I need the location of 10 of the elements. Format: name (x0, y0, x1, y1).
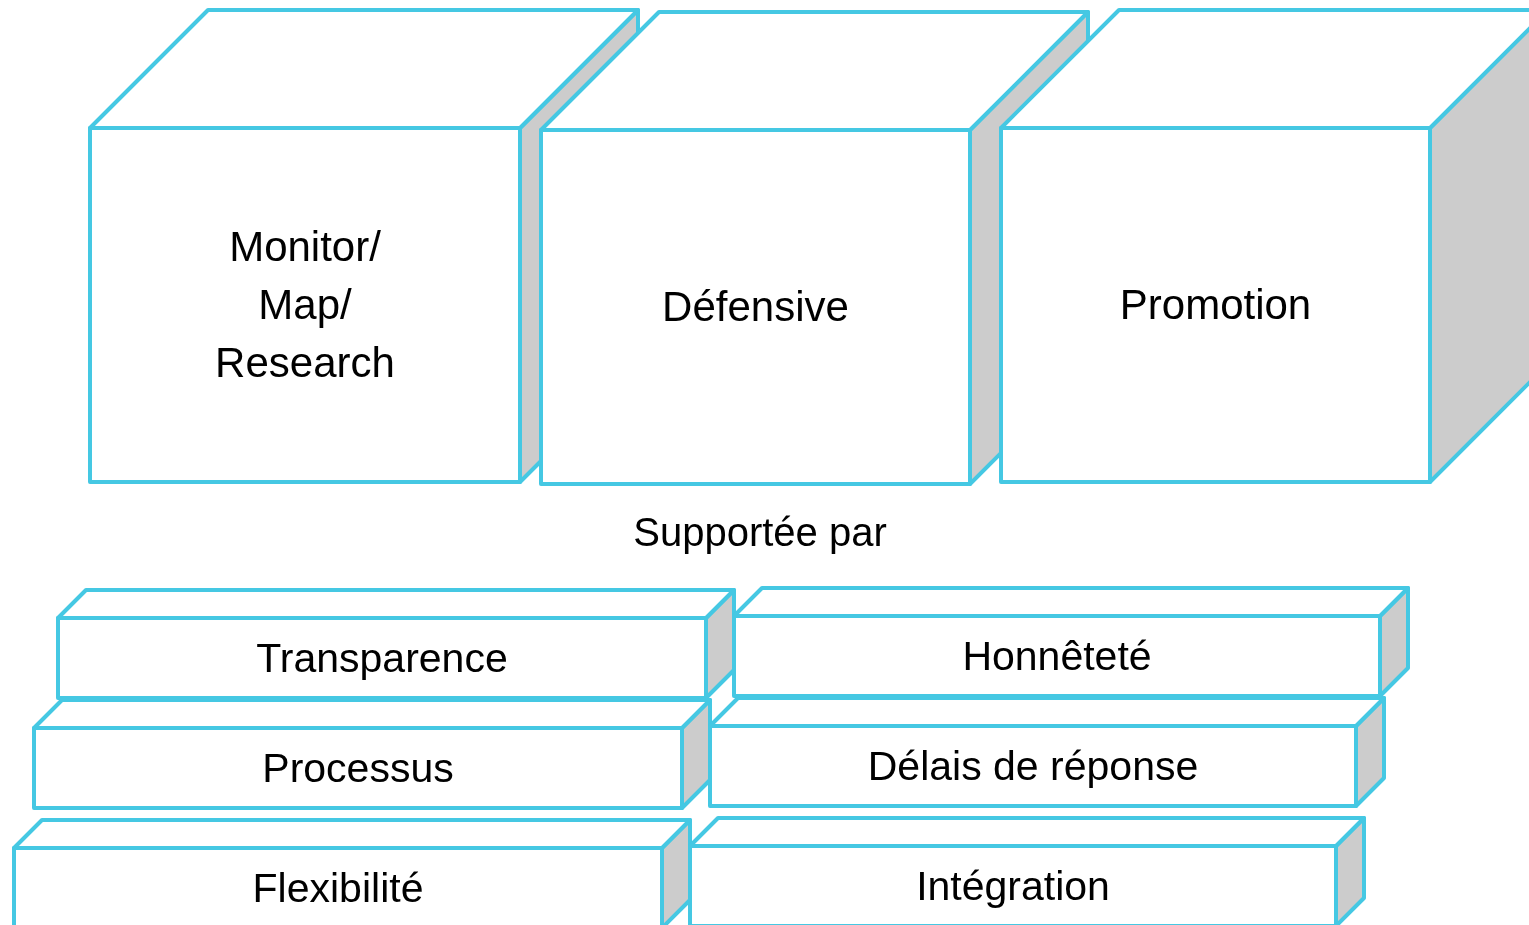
slab-label: Intégration (916, 861, 1110, 911)
cube-label: Promotion (1119, 280, 1312, 330)
slab-label: Flexibilité (252, 863, 424, 913)
slab-label: Délais de réponse (867, 741, 1199, 791)
slab-label: Processus (262, 743, 454, 793)
caption-text: Supportée par (633, 510, 887, 555)
slab-label: Transparence (256, 633, 508, 683)
cube-label: Défensive (662, 282, 849, 332)
slab-label: Honnêteté (962, 631, 1152, 681)
cube-label: Monitor/ Map/ Research (214, 222, 396, 388)
